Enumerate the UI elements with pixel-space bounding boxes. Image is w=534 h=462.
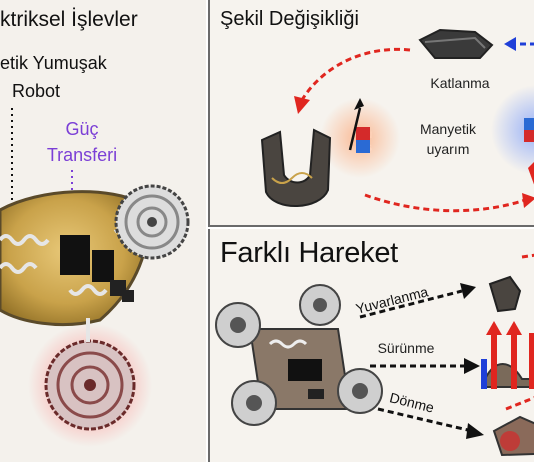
- red-arrowhead-top: [294, 96, 310, 114]
- blue-glow: [491, 85, 534, 175]
- robot-label-line1: etik Yumuşak: [0, 53, 107, 73]
- shape-change-illustration: [260, 28, 534, 213]
- gear-coil-top-ring: [136, 206, 168, 238]
- serpentine-trace: [68, 284, 108, 296]
- shape-change-title: Şekil Değişikliği: [220, 8, 359, 30]
- crawling-arrowhead: [464, 358, 480, 374]
- rolling-robot: [488, 275, 522, 313]
- folded-robot-edge: [424, 36, 486, 49]
- turning-arrow-line: [377, 407, 473, 433]
- circuit-illustration: [0, 108, 190, 447]
- red-field-arrowhead: [506, 321, 522, 335]
- magnet-right-north: [524, 130, 534, 142]
- folded-robot: [418, 28, 494, 59]
- red-arrow-curve-top: [300, 47, 411, 101]
- rotor-hub: [230, 317, 246, 333]
- gear-coil-bottom-ring: [70, 365, 110, 405]
- rotor-hub: [246, 395, 262, 411]
- magnet-field-arrowhead: [354, 98, 364, 110]
- gear-coil-bottom-ring: [56, 351, 124, 419]
- power-label-line1: Güç: [65, 119, 99, 139]
- red-arrow-right-edge: [528, 162, 534, 185]
- left-panel-title: ktriksel İşlevler: [0, 8, 138, 31]
- gear-coil-bottom-hub: [84, 379, 96, 391]
- serpentine-trace: [0, 262, 38, 274]
- red-field-arrowhead: [486, 321, 502, 335]
- rolling-arrowhead: [460, 283, 476, 299]
- magnet-south: [356, 140, 370, 153]
- crawling-label: Sürünme: [377, 340, 435, 356]
- robot-chip: [308, 389, 324, 399]
- rolling-arrow-line: [359, 289, 463, 319]
- robot-chip: [288, 359, 322, 381]
- u-robot-trace: [271, 172, 313, 184]
- left-panel: ktriksel İşlevler etik Yumuşak Robot Güç…: [0, 0, 206, 462]
- turning-arrowhead: [466, 423, 484, 439]
- magnet-right-south: [524, 118, 534, 130]
- blue-arrowhead: [504, 37, 516, 51]
- power-label-line2: Transferi: [46, 145, 118, 165]
- serpentine-trace: [0, 234, 50, 246]
- u-shaped-robot: [260, 128, 332, 207]
- red-arrowhead-bottom: [522, 193, 534, 208]
- chip: [122, 290, 134, 302]
- red-arrow-curve-bottom: [364, 193, 526, 213]
- turning-red-dash: [505, 396, 534, 411]
- robot-trace: [268, 339, 308, 349]
- gear-coil-top-hub: [147, 217, 157, 227]
- magnet-north: [356, 127, 370, 140]
- gear-coil-top-ring: [124, 194, 180, 250]
- rotor-hub: [352, 383, 368, 399]
- robot-label-line2: Robot: [12, 81, 61, 101]
- shape-change-panel: Şekil Değişikliği Katlanma Manyetik uyar…: [208, 0, 534, 227]
- magnet-field-arrow: [348, 107, 362, 151]
- turning-robot-glow: [500, 431, 520, 451]
- magnetic-label-line1: Manyetik: [419, 121, 477, 137]
- magnetic-label-line2: uyarım: [426, 141, 470, 157]
- rolling-red-dash: [521, 253, 534, 259]
- motion-title: Farklı Hareket: [220, 237, 398, 269]
- rotor-hub: [313, 298, 327, 312]
- motion-panel: Farklı Hareket Yuvarlanma Sürünme Dönme: [208, 229, 534, 462]
- chip: [60, 235, 90, 275]
- chip: [92, 250, 114, 282]
- motion-illustration: [215, 253, 534, 457]
- folding-label: Katlanma: [430, 75, 490, 91]
